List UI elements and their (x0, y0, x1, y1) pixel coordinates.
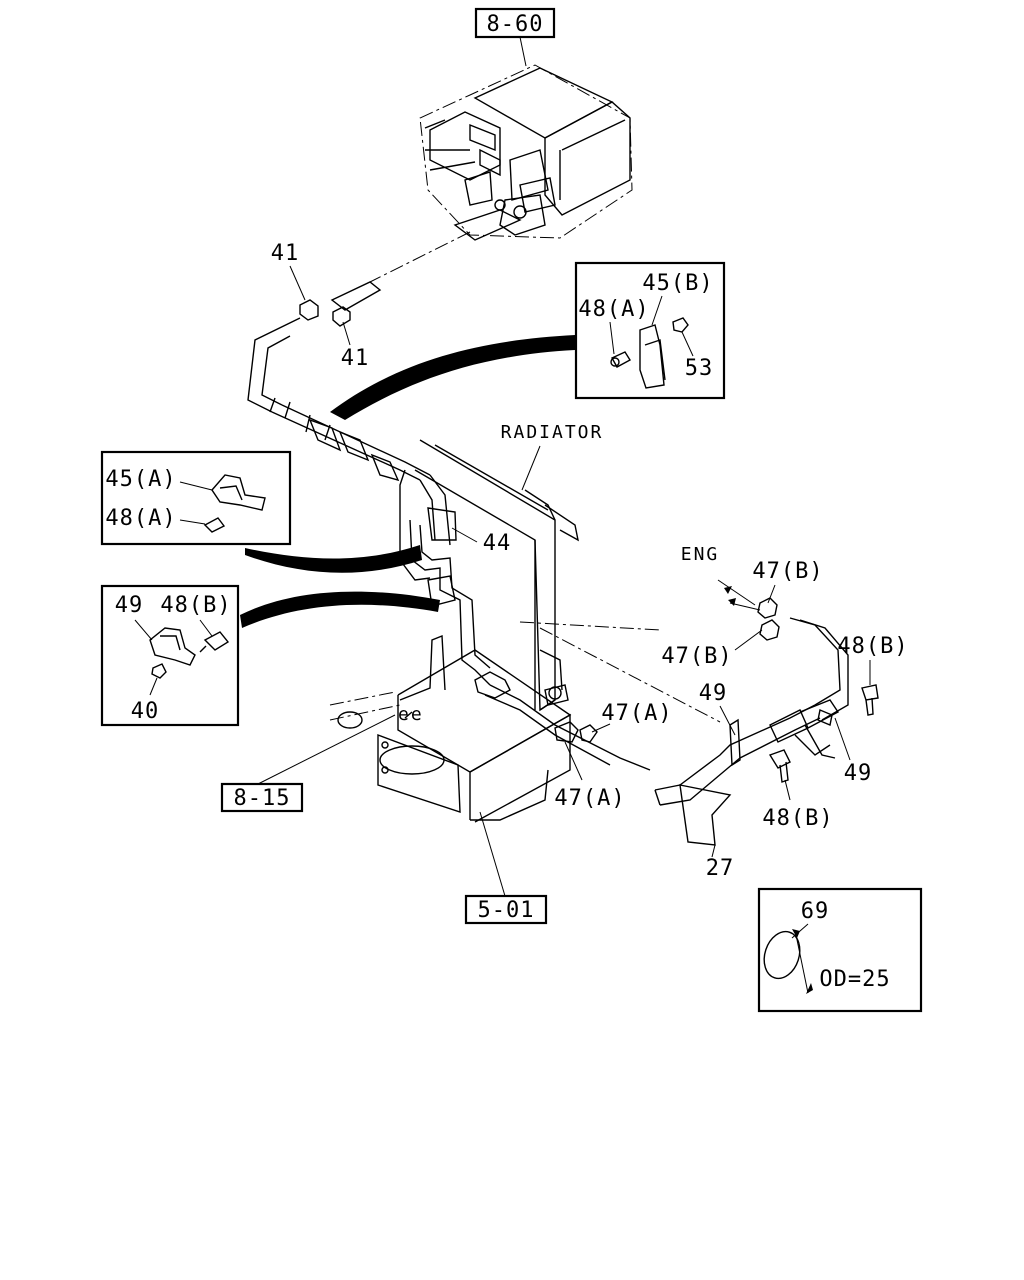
inset2-callout-45a[interactable]: 45(A) (105, 467, 176, 492)
inset4-od[interactable]: OD=25 (819, 967, 890, 992)
inset-clamp-49 (100, 584, 240, 727)
inset-1-frame (574, 261, 726, 400)
frame-member: ee (329, 634, 572, 823)
inset-grommet-69 (757, 887, 923, 1013)
refrigerant-pipe-lower (474, 617, 849, 806)
callout-41-a[interactable]: 41 (271, 241, 300, 266)
ref-8-15[interactable]: 8-15 (234, 786, 291, 811)
callout-49-mid[interactable]: 49 (699, 681, 728, 706)
inset2-callout-48a[interactable]: 48(A) (105, 506, 176, 531)
inset-2-frame (100, 450, 292, 546)
callout-47b-top[interactable]: 47(B) (752, 559, 823, 584)
callout-47a-lower[interactable]: 47(A) (554, 786, 625, 811)
inset1-callout-45b[interactable]: 45(B) (642, 271, 713, 296)
inset-clamp-45b (574, 261, 726, 400)
ref-8-60[interactable]: 8-60 (487, 12, 544, 37)
ref-5-01-box (464, 894, 548, 925)
ref-8-60-box (474, 7, 556, 39)
callout-47a-upper[interactable]: 47(A) (601, 701, 672, 726)
callout-44[interactable]: 44 (483, 531, 512, 556)
leader-sweep-2 (245, 545, 422, 573)
bolt-48b-right-top (861, 684, 879, 716)
ref-5-01[interactable]: 5-01 (478, 898, 535, 923)
inset4-callout-69[interactable]: 69 (801, 899, 830, 924)
inset1-callout-48a[interactable]: 48(A) (578, 297, 649, 322)
eng-label[interactable]: ENG (681, 544, 720, 565)
nut-47b (757, 597, 780, 641)
callout-48b-right-top[interactable]: 48(B) (837, 634, 908, 659)
callout-47b-mid[interactable]: 47(B) (661, 644, 732, 669)
inset3-callout-40[interactable]: 40 (131, 699, 160, 724)
evaporator-unit (419, 64, 633, 241)
nut-41 (299, 299, 351, 327)
ref-8-15-box (220, 782, 304, 813)
radiator-label[interactable]: RADIATOR (501, 422, 604, 443)
inset-4-frame (757, 887, 923, 1013)
leader-sweep-1 (330, 335, 575, 420)
callout-27[interactable]: 27 (706, 856, 735, 881)
inset3-callout-49[interactable]: 49 (115, 593, 144, 618)
inset-3-frame (100, 584, 240, 727)
label-tag-27 (679, 784, 732, 846)
leader-sweep-3 (240, 591, 440, 628)
inset3-callout-48b[interactable]: 48(B) (160, 593, 231, 618)
bolt-48b-right-bottom (768, 749, 791, 783)
radiator (414, 439, 579, 712)
callout-49-right[interactable]: 49 (844, 761, 873, 786)
callout-41-b[interactable]: 41 (341, 346, 370, 371)
inset1-callout-53[interactable]: 53 (685, 356, 714, 381)
svg-text:ee: ee (398, 704, 424, 725)
inset-clamp-45a (100, 450, 292, 546)
callout-48b-right-bottom[interactable]: 48(B) (762, 806, 833, 831)
pipe-vertical (409, 507, 491, 686)
